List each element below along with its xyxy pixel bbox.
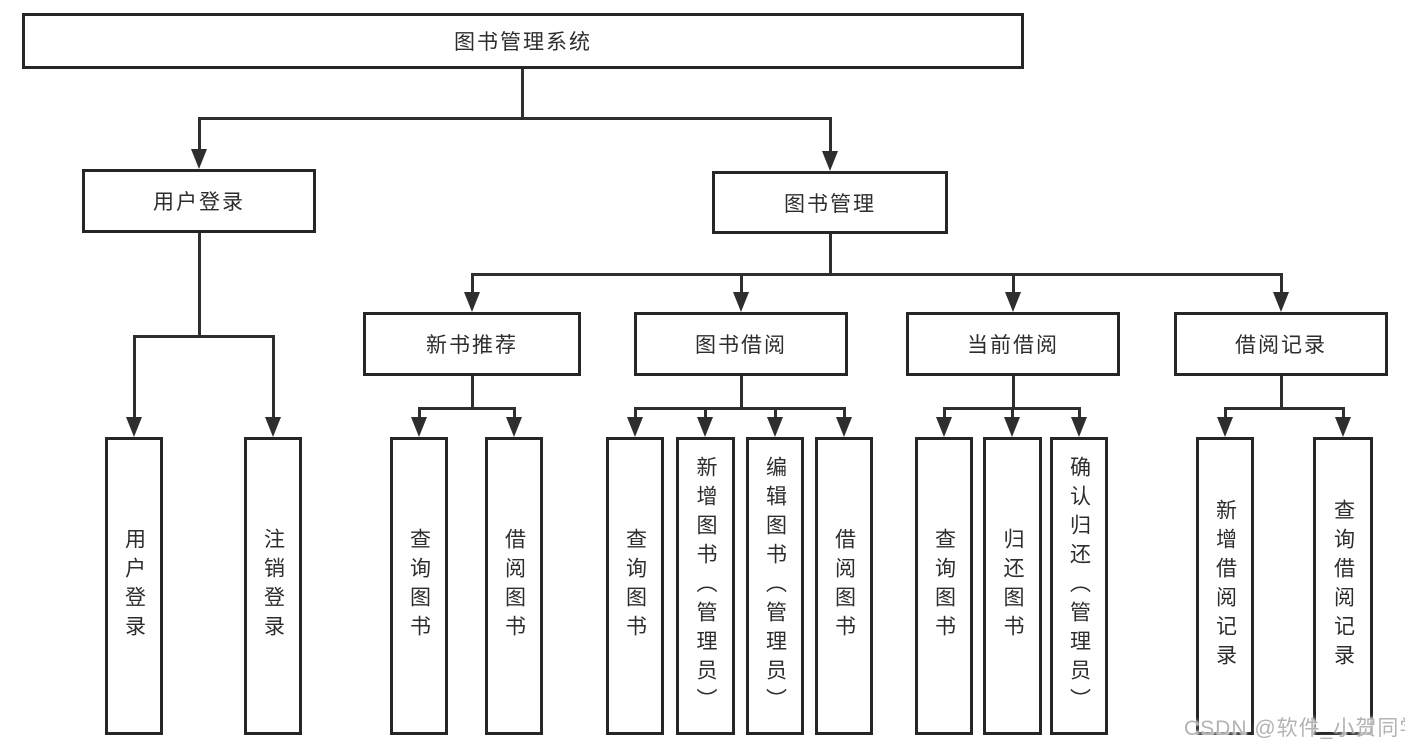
- connector-line: [1224, 407, 1227, 419]
- arrow-down-icon: [506, 417, 522, 437]
- arrow-down-icon: [1273, 292, 1289, 312]
- connector-line: [133, 335, 136, 420]
- leaf-borrowing-edit-books-admin: 编辑图书（管理员）: [746, 437, 804, 735]
- arrow-down-icon: [936, 417, 952, 437]
- leaf-user-login: 用户登录: [105, 437, 163, 735]
- arrow-down-icon: [767, 417, 783, 437]
- node-borrowing-records: 借阅记录: [1174, 312, 1388, 376]
- node-library-management-system: 图书管理系统: [22, 13, 1024, 69]
- leaf-borrowing-borrow-books: 借阅图书: [815, 437, 873, 735]
- arrow-down-icon: [191, 149, 207, 169]
- arrow-down-icon: [1071, 417, 1087, 437]
- arrow-down-icon: [836, 417, 852, 437]
- connector-line: [272, 335, 275, 420]
- connector-line: [471, 376, 474, 407]
- leaf-records-add-borrow-record: 新增借阅记录: [1196, 437, 1254, 735]
- connector-line: [521, 69, 524, 117]
- connector-line: [1078, 407, 1081, 419]
- arrow-down-icon: [627, 417, 643, 437]
- arrow-down-icon: [1217, 417, 1233, 437]
- connector-line: [198, 117, 832, 120]
- node-book-management: 图书管理: [712, 171, 948, 234]
- connector-line: [471, 273, 474, 295]
- connector-line: [704, 407, 707, 419]
- connector-line: [843, 407, 846, 419]
- arrow-down-icon: [1004, 417, 1020, 437]
- connector-line: [1012, 376, 1015, 407]
- watermark: CSDN @软件_小贺同学: [1184, 717, 1405, 740]
- node-new-book-recommendation: 新书推荐: [363, 312, 581, 376]
- connector-line: [133, 335, 274, 338]
- connector-line: [1012, 273, 1015, 295]
- arrow-down-icon: [411, 417, 427, 437]
- node-current-borrowing: 当前借阅: [906, 312, 1120, 376]
- arrow-down-icon: [733, 292, 749, 312]
- connector-line: [829, 234, 832, 275]
- leaf-borrowing-query-books: 查询图书: [606, 437, 664, 735]
- leaf-records-query-borrow-record: 查询借阅记录: [1313, 437, 1373, 735]
- connector-line: [740, 273, 743, 295]
- connector-line: [774, 407, 777, 419]
- leaf-borrowing-add-books-admin: 新增图书（管理员）: [676, 437, 735, 735]
- connector-line: [1011, 407, 1014, 419]
- connector-line: [418, 407, 516, 410]
- node-user-login: 用户登录: [82, 169, 316, 233]
- node-book-borrowing: 图书借阅: [634, 312, 848, 376]
- leaf-newrec-query-books: 查询图书: [390, 437, 448, 735]
- arrow-down-icon: [464, 292, 480, 312]
- arrow-down-icon: [1005, 292, 1021, 312]
- connector-line: [1280, 376, 1283, 407]
- leaf-current-return-books: 归还图书: [983, 437, 1042, 735]
- leaf-logout-login: 注销登录: [244, 437, 302, 735]
- arrow-down-icon: [1335, 417, 1351, 437]
- arrow-down-icon: [126, 417, 142, 437]
- arrow-down-icon: [697, 417, 713, 437]
- leaf-newrec-borrow-books: 借阅图书: [485, 437, 543, 735]
- leaf-current-confirm-return-admin: 确认归还（管理员）: [1050, 437, 1108, 735]
- leaf-current-query-books: 查询图书: [915, 437, 973, 735]
- arrow-down-icon: [265, 417, 281, 437]
- connector-line: [513, 407, 516, 419]
- connector-line: [740, 376, 743, 407]
- connector-line: [1224, 407, 1344, 410]
- connector-line: [634, 407, 845, 410]
- connector-line: [1342, 407, 1345, 419]
- connector-line: [1280, 273, 1283, 295]
- arrow-down-icon: [822, 151, 838, 171]
- connector-line: [418, 407, 421, 419]
- connector-line: [943, 407, 946, 419]
- connector-line: [829, 117, 832, 153]
- connector-line: [198, 117, 201, 152]
- connector-line: [198, 233, 201, 335]
- connector-line: [634, 407, 637, 419]
- connector-line: [471, 273, 1283, 276]
